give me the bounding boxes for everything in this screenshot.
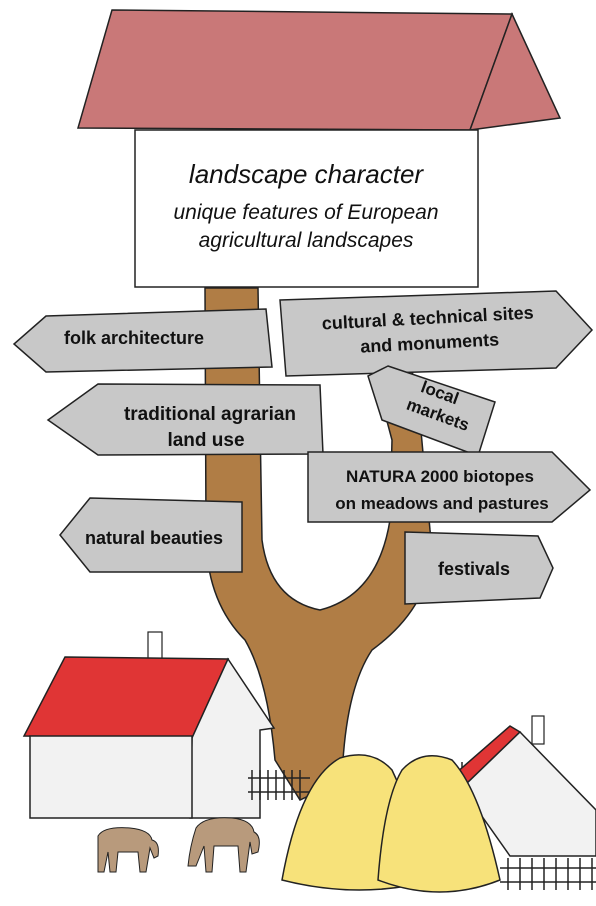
sign-natural-beauties (59, 497, 243, 573)
board-roof-side (468, 12, 562, 131)
sign-cultural-technical-sites (279, 290, 594, 377)
title-board (134, 129, 479, 288)
board-subtitle-line2: agricultural landscapes (199, 229, 414, 252)
sign-folk-architecture-label: folk architecture (64, 328, 204, 348)
house-right (446, 715, 596, 857)
house-right-chimney (531, 715, 545, 745)
animal-right (187, 817, 260, 873)
sign-natura-line2: on meadows and pastures (335, 494, 549, 513)
sign-natural-beauties-label: natural beauties (85, 528, 223, 548)
animal-left (97, 827, 159, 873)
sign-festivals (404, 531, 554, 605)
board-subtitle-line1: unique features of European (173, 201, 438, 224)
sign-natura-line1: NATURA 2000 biotopes (346, 467, 534, 486)
house-left-wall (29, 735, 193, 819)
sign-natura-2000 (307, 451, 592, 523)
sign-traditional-agrarian (46, 383, 324, 456)
fence-left (248, 770, 310, 800)
sign-festivals-label: festivals (438, 559, 510, 579)
haystack-right (377, 755, 501, 893)
sign-agrarian-line1: traditional agrarian (124, 404, 296, 425)
board-roof (77, 9, 514, 131)
sign-agrarian-line2: land use (167, 430, 244, 451)
tree-trunk (204, 287, 432, 801)
board-title: landscape character (189, 159, 424, 189)
house-left (22, 631, 276, 819)
house-right-wall (461, 730, 596, 857)
sign-local-markets (367, 365, 496, 457)
sign-folk-architecture (12, 308, 273, 373)
